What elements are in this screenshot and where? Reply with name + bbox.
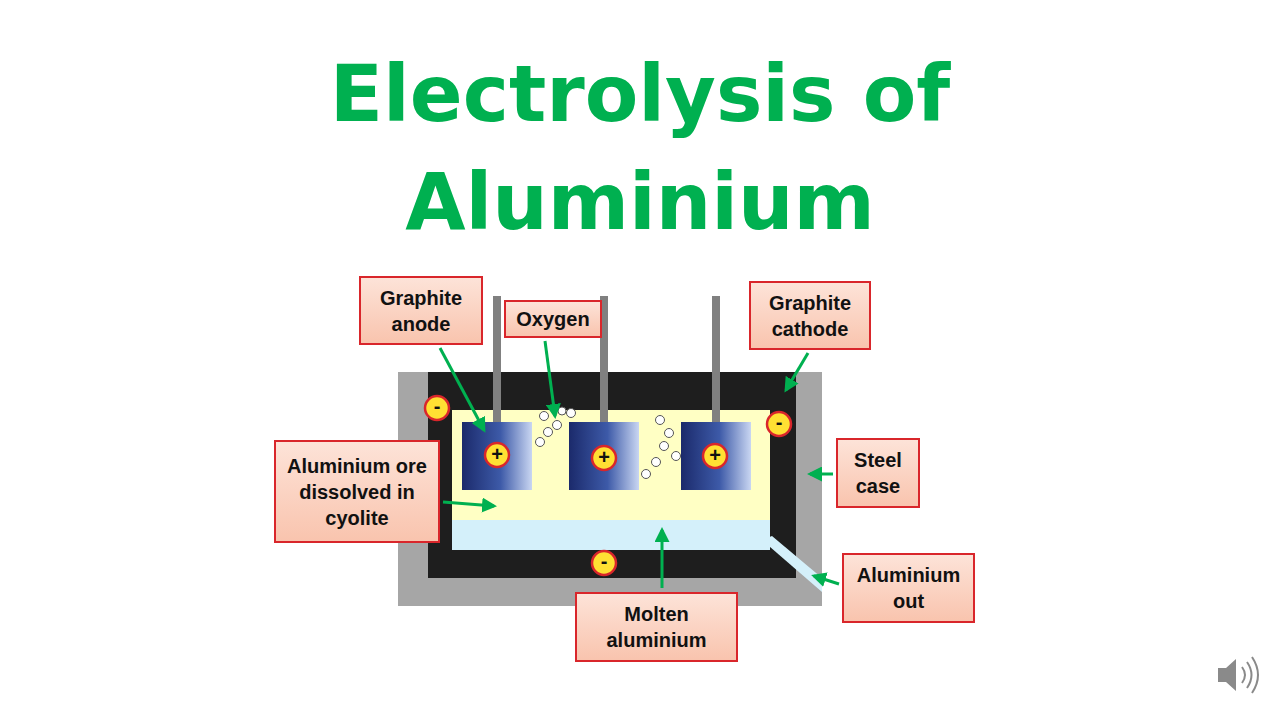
callout-label: Graphite cathode [759, 290, 861, 342]
electrode-sign: - [768, 411, 790, 433]
electrolyte [452, 410, 770, 522]
diagram-title: Electrolysis of Aluminium [190, 40, 1090, 256]
graphite-lining [428, 372, 796, 578]
callout-box: Molten aluminium [575, 592, 738, 662]
electrode-sign: - [593, 550, 615, 572]
tap-pipe [762, 536, 822, 592]
electrode-sign: + [486, 443, 508, 465]
callout-box: Graphite anode [359, 276, 483, 345]
anode-rod [712, 296, 720, 424]
callout-label: Oxygen [516, 306, 589, 332]
callout-label: Graphite anode [369, 285, 473, 337]
electrode-sign: + [593, 446, 615, 468]
oxygen-bubbles [536, 407, 681, 479]
callout-box: Graphite cathode [749, 281, 871, 350]
anode-block [569, 422, 639, 490]
anode-block [462, 422, 532, 490]
callout-label: Aluminium out [852, 562, 965, 614]
callout-label: Steel case [846, 447, 910, 499]
steel-case [398, 372, 822, 606]
callout-box: Aluminium out [842, 553, 975, 623]
electrode-sign: - [426, 395, 448, 417]
callout-box: Steel case [836, 438, 920, 508]
callout-box: Aluminium ore dissolved in cyolite [274, 440, 440, 543]
callout-label: Molten aluminium [585, 601, 728, 653]
anode-block [681, 422, 751, 490]
anode-rod [493, 296, 501, 424]
speaker-icon [1218, 657, 1258, 693]
molten-aluminium-layer [452, 520, 770, 550]
callout-box: Oxygen [504, 300, 602, 338]
callout-label: Aluminium ore dissolved in cyolite [284, 453, 430, 531]
electrode-sign: + [704, 444, 726, 466]
leader-arrows [440, 341, 839, 588]
